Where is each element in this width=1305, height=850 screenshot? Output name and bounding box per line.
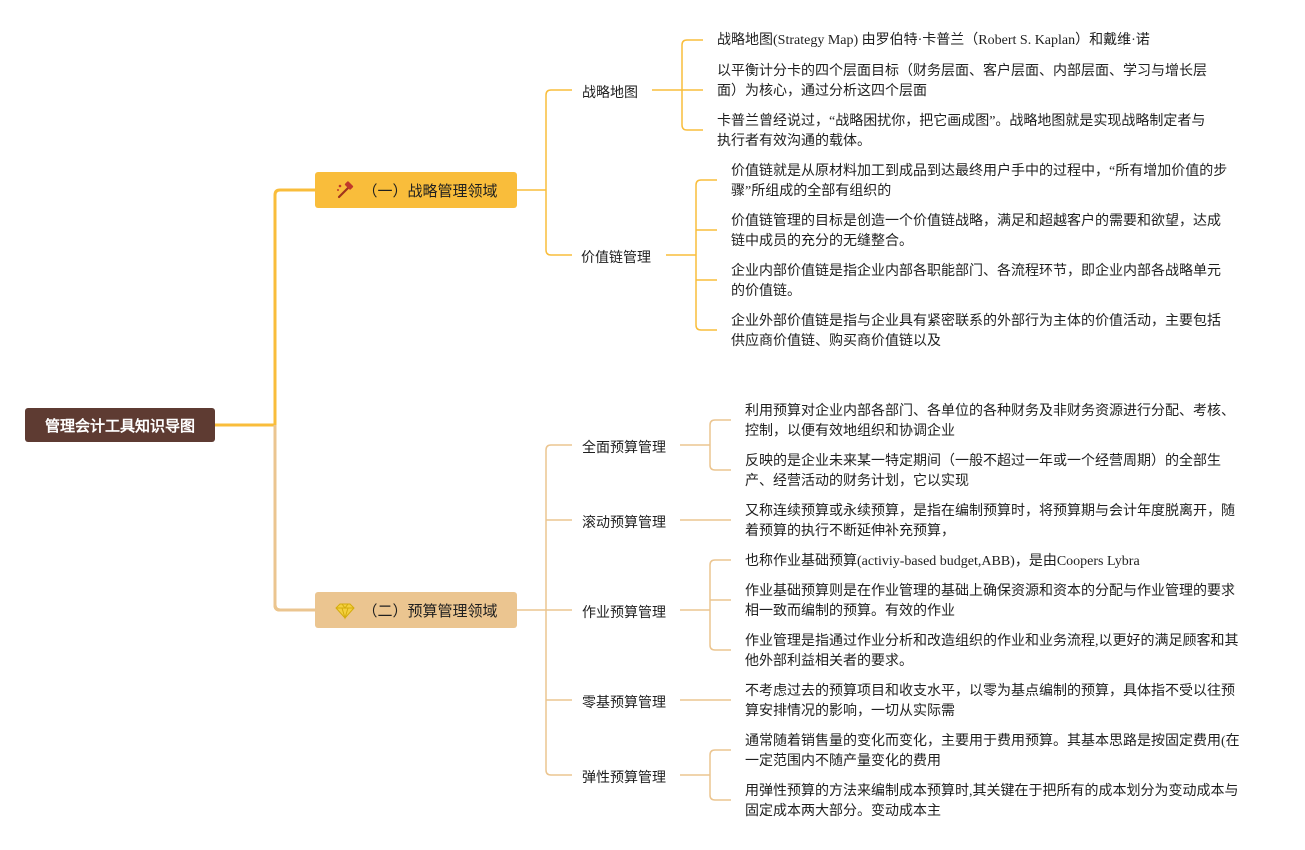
connector-line-12 [681,39,703,46]
leaf-text[interactable]: 通常随着销售量的变化而变化，主要用于费用预算。其基本思路是按固定费用(在一定范围… [745,734,1240,769]
connector-line-17 [695,179,717,186]
topic-zero-based-budget[interactable]: 零基预算管理 [582,692,666,712]
leaf-text[interactable]: 以平衡计分卡的四个层面目标（财务层面、客户层面、内部层面、学习与增长层面）为核心… [717,64,1207,99]
leaf-text[interactable]: 企业外部价值链是指与企业具有紧密联系的外部行为主体的价值活动，主要包括供应商价值… [731,314,1221,349]
leaf-text[interactable]: 作业管理是指通过作业分析和改造组织的作业和业务流程,以更好的满足顾客和其他外部利… [745,634,1239,669]
leaf-text[interactable]: 卡普兰曾经说过，“战略困扰你，把它画成图”。战略地图就是实现战略制定者与执行者有… [717,114,1206,149]
topic-label: 全面预算管理 [582,439,666,455]
connector-line-14 [681,124,703,131]
topic-flexible-budget[interactable]: 弹性预算管理 [582,767,666,787]
topic-label: 战略地图 [582,84,638,100]
topic-label: 作业预算管理 [582,604,666,620]
connector-line-9 [545,249,572,256]
topic-strategy-map[interactable]: 战略地图 [582,82,638,102]
topic-label: 弹性预算管理 [582,769,666,785]
topic-label: 价值链管理 [581,249,651,265]
topic-rolling-budget[interactable]: 滚动预算管理 [582,512,666,532]
leaf-text[interactable]: 用弹性预算的方法来编制成本预算时,其关键在于把所有的成本划分为变动成本与固定成本… [745,784,1239,819]
root-node[interactable]: 管理会计工具知识导图 [25,408,215,442]
connector-line-41 [709,749,731,756]
connector-line-23 [545,444,572,451]
connector-line-42 [709,794,731,801]
topic-activity-budget[interactable]: 作业预算管理 [582,602,666,622]
connector-line-31 [709,464,731,471]
leaf-text[interactable]: 价值链管理的目标是创造一个价值链战略，满足和超越客户的需要和欲望，达成链中成员的… [731,214,1221,249]
connector-line-20 [695,324,717,331]
leaf-text[interactable]: 利用预算对企业内部各部门、各单位的各种财务及非财务资源进行分配、考核、控制，以便… [745,404,1235,439]
topic-value-chain[interactable]: 价值链管理 [581,247,651,267]
leaf-text[interactable]: 又称连续预算或永续预算，是指在编制预算时，将预算期与会计年度脱离开，随着预算的执… [745,504,1235,539]
connector-line-8 [545,89,572,96]
topic-label: 零基预算管理 [582,694,666,710]
connector-line-35 [709,559,731,566]
leaf-text[interactable]: 价值链就是从原材料加工到成品到达最终用户手中的过程中，“所有增加价值的步骤”所组… [731,164,1228,199]
diamond-icon [334,599,356,621]
branch-label: （一）战略管理领域 [362,182,498,200]
hammer-icon [334,179,356,201]
branch-label: （二）预算管理领域 [362,602,498,620]
leaf-text[interactable]: 不考虑过去的预算项目和收支水平，以零为基点编制的预算，具体指不受以往预算安排情况… [745,684,1235,719]
leaf-text[interactable]: 作业基础预算则是在作业管理的基础上确保资源和资本的分配与作业管理的要求相一致而编… [745,584,1235,619]
connector-line-37 [709,644,731,651]
connector-line-2 [273,188,315,196]
leaf-text[interactable]: 也称作业基础预算(activiy-based budget,ABB)，是由Coo… [745,554,1140,569]
leaf-text[interactable]: 反映的是企业未来某一特定期间（一般不超过一年或一个经营周期）的全部生产、经营活动… [745,454,1221,489]
leaf-text[interactable]: 战略地图(Strategy Map) 由罗伯特·卡普兰（Robert S. Ka… [717,33,1150,48]
branch-strategy-management[interactable]: （一）战略管理领域 [315,172,517,208]
topic-comprehensive-budget[interactable]: 全面预算管理 [582,437,666,457]
connector-line-5 [273,604,315,612]
leaf-text[interactable]: 企业内部价值链是指企业内部各职能部门、各流程环节，即企业内部各战略单元的价值链。 [731,264,1221,299]
connector-line-27 [545,769,572,776]
connector-line-30 [709,419,731,426]
branch-budget-management[interactable]: （二）预算管理领域 [315,592,517,628]
root-label: 管理会计工具知识导图 [44,417,195,435]
topic-label: 滚动预算管理 [582,514,666,530]
